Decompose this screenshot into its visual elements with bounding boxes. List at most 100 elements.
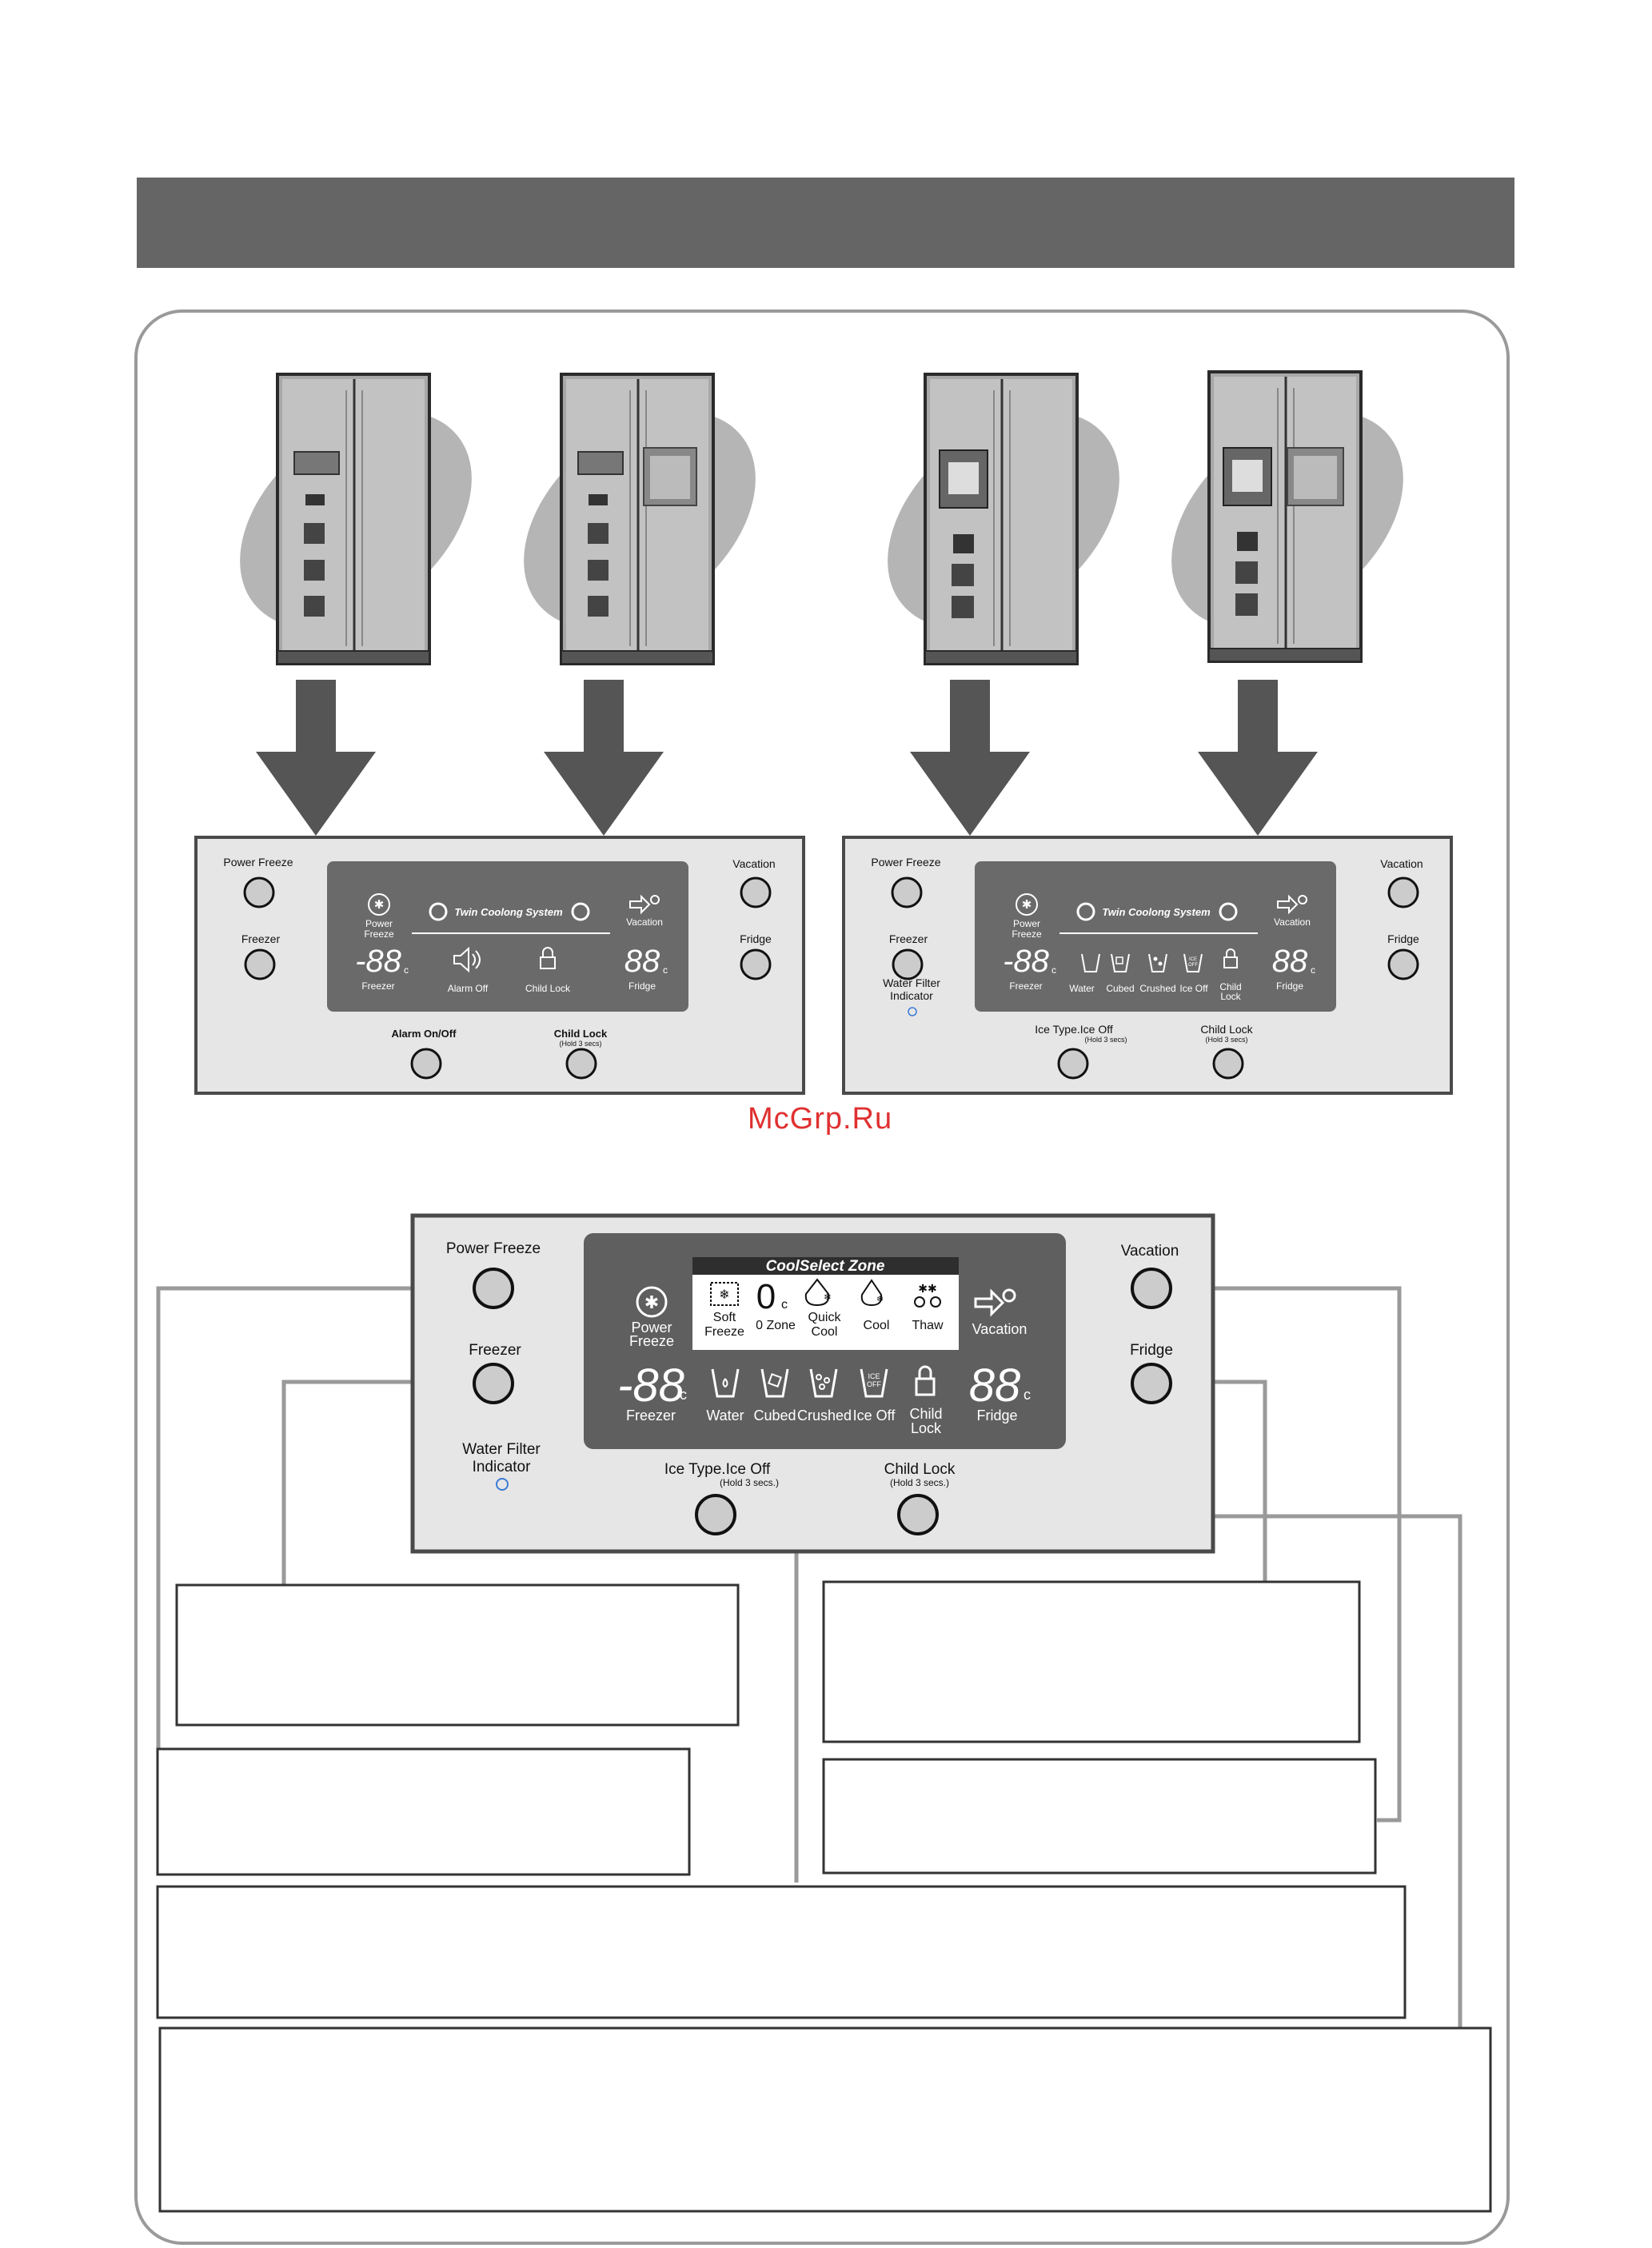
callout-box-power-freeze	[156, 1747, 691, 1876]
ice-type-button-label: Ice Type.Ice Off	[664, 1461, 771, 1478]
fridge-illustration-2	[524, 373, 756, 665]
control-panel-a: Power Freeze Freezer Vacation Fridge ✱ P…	[194, 836, 805, 1095]
quick-cool-label: Cool	[812, 1325, 838, 1339]
lock-icon	[915, 1365, 936, 1396]
ice-type-hold-label: (Hold 3 secs)	[1084, 1036, 1127, 1044]
svg-text:✱✱: ✱✱	[918, 1282, 936, 1295]
water-label: Water	[706, 1407, 744, 1423]
callout-box-ice-type	[156, 1885, 1407, 2019]
snowflake-icon: ✱	[368, 893, 390, 916]
svg-text:❄: ❄	[719, 1288, 729, 1302]
soft-label: Soft	[713, 1311, 736, 1324]
display-power-label: Power	[1013, 918, 1040, 929]
vacation-label: Vacation	[1380, 857, 1423, 870]
swirl-icon-right	[571, 902, 590, 921]
display-freeze-label: Freeze	[629, 1333, 674, 1349]
water-filter-indicator-light	[496, 1478, 509, 1491]
fridge-button[interactable]	[1131, 1363, 1172, 1404]
power-freeze-label: Power Freeze	[446, 1240, 541, 1257]
cubed-label: Cubed	[1106, 983, 1134, 994]
vacation-button[interactable]	[740, 876, 772, 908]
ice-type-button[interactable]	[695, 1494, 736, 1535]
vacation-label: Vacation	[732, 857, 775, 870]
freezer-label: Freezer	[469, 1342, 521, 1359]
power-freeze-button[interactable]	[473, 1268, 514, 1309]
watermark: McGrp.Ru	[748, 1102, 893, 1136]
display-freezer-label: Freezer	[361, 980, 394, 992]
lock-label: Lock	[911, 1420, 942, 1436]
indicator-label: Indicator	[890, 989, 933, 1002]
down-arrow-4	[1198, 680, 1318, 836]
crushed-ice-icon	[1148, 953, 1167, 972]
freezer-button[interactable]	[892, 948, 924, 980]
display-vacation-label: Vacation	[972, 1321, 1028, 1337]
child-lock-button[interactable]	[1212, 1048, 1244, 1080]
fridge-illustration-3	[888, 373, 1119, 665]
ice-off-icon: ICE OFF	[1183, 953, 1203, 972]
callout-box-fridge	[822, 1580, 1361, 1743]
fridge-illustration-4	[1171, 370, 1403, 663]
child-lock-button-label: Child Lock	[1200, 1023, 1253, 1036]
coolselect-header	[692, 1257, 959, 1275]
quick-label: Quick	[808, 1311, 842, 1324]
child-lock-display-label: Child Lock	[525, 983, 571, 994]
water-filter-label: Water Filter	[462, 1441, 541, 1458]
callout-box-child-lock	[158, 2026, 1492, 2213]
fridge-temp-unit: c	[1024, 1387, 1031, 1403]
swirl-icon-right	[1219, 902, 1238, 921]
vacation-label: Vacation	[1121, 1243, 1179, 1260]
power-freeze-button[interactable]	[243, 876, 275, 908]
display-fridge-label: Fridge	[1276, 980, 1303, 992]
child-lock-hold-label: (Hold 3 secs)	[559, 1040, 601, 1048]
fridge-illustration-1	[240, 373, 472, 665]
alarm-button[interactable]	[410, 1048, 442, 1080]
callout-box-vacation	[822, 1758, 1377, 1875]
child-lock-button[interactable]	[565, 1048, 597, 1080]
freezer-button[interactable]	[244, 948, 276, 980]
fridge-button[interactable]	[740, 948, 772, 980]
freezer-label: Freezer	[889, 932, 928, 945]
fridge-button[interactable]	[1387, 948, 1419, 980]
snowflake-icon: ✱	[1016, 893, 1038, 916]
ice-type-hold-label: (Hold 3 secs.)	[720, 1477, 779, 1488]
display-fridge-label: Fridge	[976, 1407, 1017, 1423]
svg-text:OFF: OFF	[867, 1380, 881, 1388]
power-freeze-button[interactable]	[891, 876, 923, 908]
power-freeze-label: Power Freeze	[871, 856, 940, 868]
leader-vacation	[1179, 1286, 1402, 1823]
freezer-temp-unit: c	[404, 964, 409, 976]
leader-ice-type	[736, 1514, 799, 1883]
vacation-button[interactable]	[1131, 1268, 1172, 1309]
zero-zone-digit: 0	[756, 1277, 776, 1316]
display-freeze-label: Freeze	[364, 928, 394, 940]
arrow-group	[256, 680, 1318, 836]
svg-text:✱: ✱	[374, 898, 385, 912]
display-vacation-label: Vacation	[626, 916, 663, 928]
fridge-temp-digits: 88	[624, 944, 660, 979]
thaw-label: Thaw	[912, 1319, 944, 1332]
display-fridge-label: Fridge	[628, 980, 656, 992]
lock-label: Lock	[1220, 991, 1241, 1002]
section-header-bar	[137, 178, 1514, 268]
display-screen	[975, 861, 1336, 1012]
callout-box-freezer	[175, 1583, 740, 1727]
fridge-label: Fridge	[1130, 1342, 1173, 1359]
zero-zone-unit: c	[781, 1298, 788, 1312]
water-filter-indicator-light	[908, 1007, 917, 1016]
svg-text:❄: ❄	[824, 1292, 832, 1303]
zero-zone-label: 0 Zone	[756, 1319, 796, 1332]
child-label: Child	[909, 1406, 942, 1422]
ice-type-button[interactable]	[1057, 1048, 1089, 1080]
indicator-label: Indicator	[473, 1459, 532, 1475]
child-lock-button[interactable]	[897, 1494, 939, 1535]
cubed-ice-icon	[760, 1368, 789, 1398]
content-frame	[134, 309, 1510, 2245]
freezer-temp-digits: -88	[355, 944, 402, 979]
coolselect-panel	[692, 1275, 959, 1350]
vacation-button[interactable]	[1387, 876, 1419, 908]
freezer-button[interactable]	[473, 1363, 514, 1404]
svg-text:OFF: OFF	[1188, 963, 1198, 968]
display-freezer-label: Freezer	[626, 1407, 676, 1423]
child-lock-button-label: Child Lock	[554, 1028, 608, 1040]
ice-type-button-label: Ice Type.Ice Off	[1035, 1023, 1113, 1036]
